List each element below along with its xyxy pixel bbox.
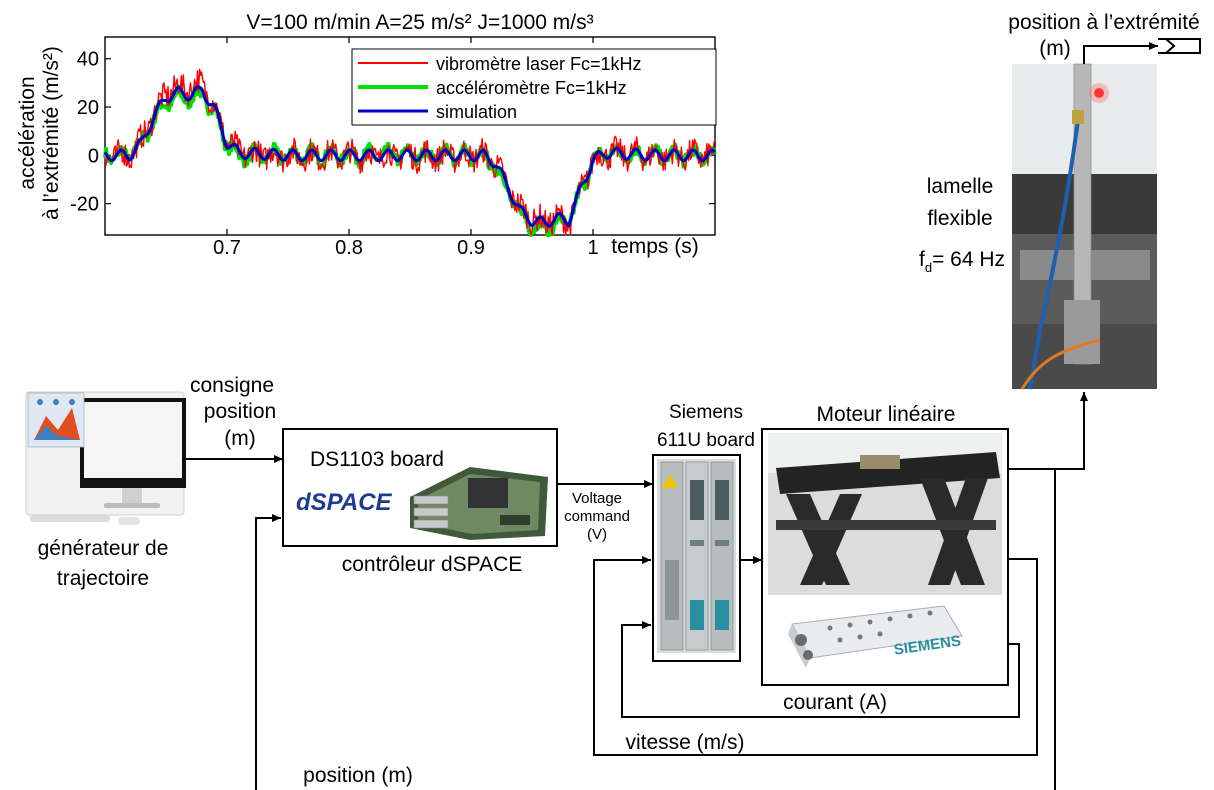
trajectory-generator-label: générateur de trajectoire: [38, 537, 169, 590]
y-axis: 40 20 0 -20: [70, 49, 715, 216]
position-feedback-left: [255, 514, 281, 790]
tp2-line: (m): [1039, 37, 1070, 60]
siemens-611u-image: [657, 459, 736, 653]
y-tick-label: 20: [77, 97, 99, 119]
sb2-line: 611U board: [657, 430, 755, 451]
x-tick-label: 0.8: [335, 237, 363, 259]
output-port-body: [1166, 38, 1201, 54]
y-axis-label-line1: accélération: [16, 76, 39, 189]
tip-position-arrow: [1083, 42, 1158, 64]
vc3-line: (V): [587, 526, 607, 543]
frequency-label: fd= 64 Hz: [919, 248, 1005, 275]
gen1-line: générateur de: [38, 537, 169, 560]
gen2-line: trajectoire: [57, 567, 149, 590]
legend-label-accelerometer: accéléromètre Fc=1kHz: [436, 78, 627, 98]
legend: vibromètre laser Fc=1kHz accéléromètre F…: [351, 48, 717, 126]
flexible-blade-image: [1012, 63, 1157, 390]
tp1-line: position à l’extrémité: [1008, 11, 1199, 34]
legend-label-laser: vibromètre laser Fc=1kHz: [436, 54, 642, 74]
chart-title: V=100 m/min A=25 m/s² J=1000 m/s³: [246, 11, 593, 34]
output-port-icon: [1158, 38, 1176, 54]
ds1103-board-image: [410, 467, 548, 540]
controller-caption: contrôleur dSPACE: [342, 553, 523, 576]
legend-label-simulation: simulation: [436, 102, 517, 122]
tip-position-label: position à l’extrémité (m): [1008, 11, 1199, 60]
x-tick-label: 1: [587, 237, 598, 259]
vc1-line: Voltage: [572, 490, 622, 507]
vc2-line: command: [564, 508, 630, 525]
y-tick-label: -20: [70, 194, 99, 216]
current-feedback-line: [621, 621, 1020, 718]
x-tick-label: 0.9: [457, 237, 485, 259]
ds1103-title: DS1103 board: [310, 448, 444, 471]
y-axis-label-line2: à l’extrémité (m/s²): [40, 46, 63, 220]
frequency-value: = 64 Hz: [932, 248, 1005, 271]
blade-label-line1: lamelle: [927, 175, 994, 198]
y-tick-label: 40: [77, 49, 99, 71]
motor-title: Moteur linéaire: [817, 403, 956, 426]
current-label: courant (A): [783, 691, 887, 714]
sb1-line: Siemens: [669, 402, 743, 423]
motor-to-blade-arrow: [1055, 392, 1088, 470]
x-tick-label: 0.7: [213, 237, 241, 259]
frequency-symbol: f: [919, 248, 925, 271]
setpoint-label: consigne position (m): [190, 374, 276, 450]
speed-feedback-line: [593, 556, 1038, 756]
siemens-board-label: Siemens 611U board: [657, 402, 755, 451]
y-tick-label: 0: [88, 145, 99, 167]
acceleration-chart: V=100 m/min A=25 m/s² J=1000 m/s³ 40 20 0 -…: [16, 11, 717, 259]
speed-label: vitesse (m/s): [625, 731, 744, 754]
sp1-line: consigne: [190, 374, 274, 397]
x-axis: 0.7 0.8 0.9 1: [213, 37, 599, 259]
dspace-logo: dSPACE: [296, 489, 393, 516]
series-simulation-line: [103, 85, 717, 228]
x-axis-label: temps (s): [611, 235, 699, 258]
plot-frame: [104, 36, 716, 236]
frequency-subscript: d: [925, 260, 932, 275]
sp3-line: (m): [224, 427, 255, 450]
position-feedback-right: [1008, 468, 1056, 790]
linear-motor-image: [768, 433, 1002, 668]
series-layer: [103, 68, 717, 237]
blade-label-line2: flexible: [927, 207, 992, 230]
computer-icon: [25, 391, 186, 525]
position-label: position (m): [303, 764, 413, 787]
sp2-line: position: [204, 400, 276, 423]
